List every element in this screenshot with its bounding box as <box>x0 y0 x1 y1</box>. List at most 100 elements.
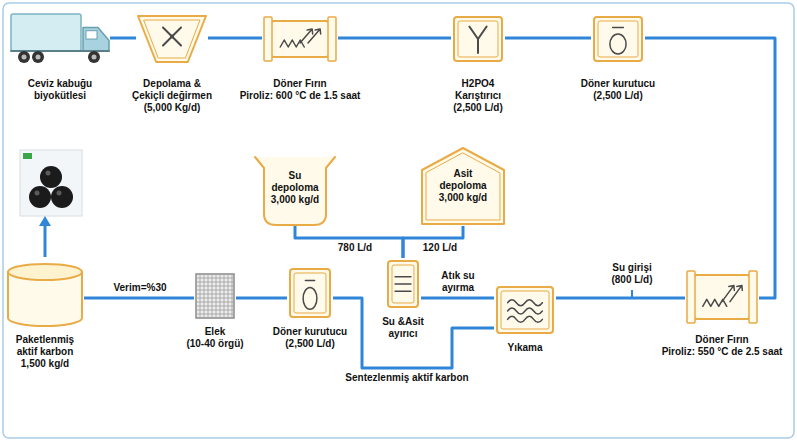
kiln-end <box>749 271 757 323</box>
wash-wave <box>508 300 543 306</box>
node-label: Depolama & Çekiçli değirmen <box>127 78 217 102</box>
node-label: Döner kurutucu <box>581 78 655 90</box>
process-icon <box>136 14 208 64</box>
heat-arrow <box>730 285 742 301</box>
dryer-body <box>594 17 642 61</box>
separator-plate <box>395 291 411 293</box>
truck-trailer <box>11 14 81 51</box>
separator-plate <box>395 276 411 278</box>
sieve-mesh <box>197 310 233 311</box>
truck-wheel <box>18 51 30 63</box>
process-node: Depolama & Çekiçli değirmen(5,000 Kg/d) <box>127 14 217 114</box>
process-node: Su depoloma3,000 kg/d <box>254 156 336 226</box>
sieve-mesh <box>203 275 204 317</box>
kiln-end <box>264 17 272 61</box>
truck-hub <box>92 55 97 60</box>
pellet-highlight <box>46 171 51 176</box>
process-icon <box>287 266 333 320</box>
flow-line <box>421 297 494 300</box>
node-label: Asit depoloma <box>434 168 492 192</box>
node-label: (2,500 L/d) <box>273 338 347 350</box>
icon-inner-border <box>392 265 414 303</box>
flow-label: Atık su ayırma <box>434 270 483 294</box>
sieve-mesh <box>223 275 224 317</box>
flow-label: Sentezlenmiş aktif karbon <box>343 372 470 384</box>
icon-inner-border <box>458 21 498 57</box>
hopper-inner <box>144 20 200 58</box>
mill-hub <box>170 35 174 39</box>
icon-outline <box>194 272 236 320</box>
heat-arrow <box>308 29 321 43</box>
storage-text-block: Su depoloma3,000 kg/d <box>254 156 336 212</box>
process-node: Döner FırınPiroliz: 550 °C de 2.5 saat <box>662 268 783 358</box>
acid-store-inner <box>426 153 500 220</box>
flow-line <box>295 226 403 258</box>
truck-hub <box>36 55 41 60</box>
sieve-mesh <box>199 275 200 317</box>
flow-line <box>110 37 136 40</box>
wash-wave <box>508 316 543 322</box>
node-label: Yıkama <box>494 342 556 354</box>
truck-wheel <box>88 51 100 63</box>
flow-label: Verim=%30 <box>111 282 168 294</box>
pellet-highlight <box>57 191 62 196</box>
node-label: 3,000 kg/d <box>266 194 324 206</box>
flow-line <box>338 37 451 40</box>
node-label: Piroliz: 550 °C de 2.5 saat <box>662 346 783 358</box>
flow-line <box>333 298 494 368</box>
process-icon <box>385 258 421 310</box>
product-arrowhead <box>39 216 51 226</box>
flow-line <box>208 37 262 40</box>
node-label: Ceviz kabuğu biyokütlesi <box>20 78 100 102</box>
carbon-pellet <box>29 186 51 208</box>
flow-label: 120 L/d <box>421 242 459 254</box>
process-node: Paketlenmiş aktif karbon1,500 kg/d <box>5 262 85 370</box>
icon-inner-border <box>598 21 638 57</box>
carbon-pellet <box>40 166 62 188</box>
truck-hub <box>22 55 27 60</box>
process-node: H2PO4 Karıştırıcı(2,500 L/d) <box>443 14 513 114</box>
truck-cab <box>83 28 109 51</box>
icon-outline <box>287 266 333 320</box>
kiln-drum <box>271 21 329 57</box>
sieve-mesh <box>197 298 233 299</box>
node-label: 1,500 kg/d <box>5 358 85 370</box>
icon-inner-border <box>294 273 326 313</box>
process-node: Yıkama <box>494 284 556 354</box>
node-label: H2PO4 Karıştırıcı <box>443 78 513 102</box>
dryer-drum <box>610 34 626 54</box>
process-node: Döner FırınPiroliz: 600 °C de 1.5 saat <box>240 14 361 102</box>
node-label: 3,000 kg/d <box>434 192 492 204</box>
sieve-mesh <box>197 306 233 307</box>
sieve-frame <box>196 274 234 318</box>
separator-body <box>388 261 418 307</box>
node-label: (10-40 örgü) <box>186 338 243 350</box>
sieve-mesh <box>197 294 233 295</box>
icon-outline <box>591 14 645 64</box>
truck-window <box>86 31 97 39</box>
sieve-mesh <box>197 302 233 303</box>
process-icon <box>494 284 556 336</box>
diagram-frame <box>3 3 794 438</box>
dryer-drum <box>303 288 317 310</box>
wash-wave <box>508 308 543 314</box>
process-node: Döner kurutucu(2,500 L/d) <box>581 14 655 102</box>
icon-inner-border <box>501 291 549 329</box>
process-icon <box>685 268 759 326</box>
process-icon <box>10 12 110 64</box>
mixer-symbol <box>469 27 486 54</box>
sieve-mesh <box>197 282 233 283</box>
photo-ground <box>20 150 82 216</box>
process-icon <box>194 272 236 320</box>
sieve-mesh <box>231 275 232 317</box>
dryer-mark <box>305 280 314 282</box>
heat-zigzag <box>280 40 304 47</box>
node-label: (2,500 L/d) <box>443 102 513 114</box>
dryer-body <box>290 269 330 317</box>
process-icon <box>262 14 338 64</box>
kiln-end <box>687 271 695 323</box>
node-label: Piroliz: 600 °C de 1.5 saat <box>240 90 361 102</box>
washer-body <box>497 287 553 333</box>
node-label: Su depoloma <box>266 170 324 194</box>
